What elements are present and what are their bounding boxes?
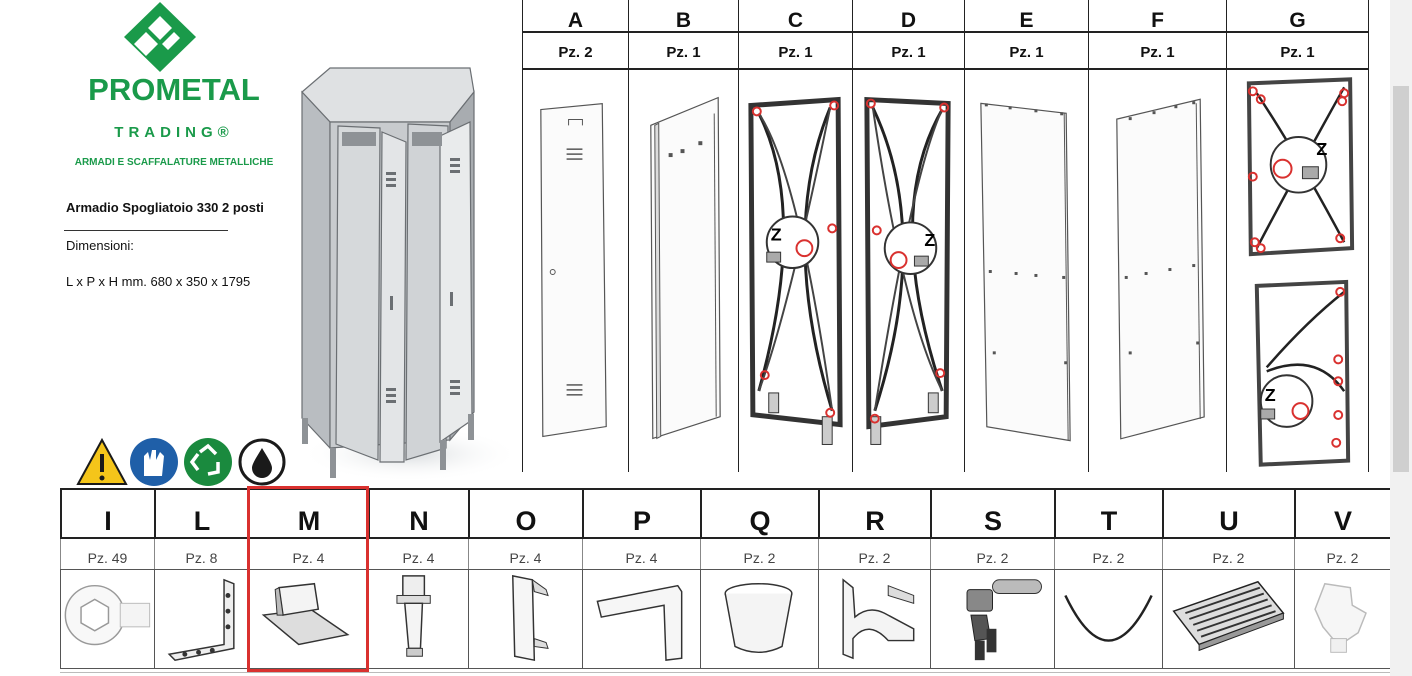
part-letter: A [523, 0, 628, 33]
part-quantity: Pz. 1 [853, 33, 964, 70]
brand-sub: TRADING® [114, 124, 234, 141]
part-column-g: G Pz. 1 Z Z [1227, 0, 1369, 472]
top-parts-grid: A Pz. 2 B Pz. 1 C Pz. 1 [522, 0, 1390, 472]
part-letter: I [60, 488, 154, 539]
door-panel-drawing [523, 72, 628, 472]
recycle-icon [184, 438, 232, 486]
lock-keys-drawing [930, 569, 1054, 669]
part-quantity: Pz. 2 [523, 33, 628, 70]
part-column-p: P Pz. 4 [582, 488, 700, 670]
scrollbar-thumb[interactable] [1393, 86, 1409, 472]
part-letter: G [1227, 0, 1368, 33]
callout-label: Z [1316, 139, 1327, 159]
part-quantity: Pz. 49 [60, 539, 154, 569]
part-column-f: F Pz. 1 [1089, 0, 1227, 472]
bolt-drawing [60, 569, 154, 669]
part-column-l: L Pz. 8 [154, 488, 248, 670]
part-letter: Q [700, 488, 818, 539]
part-quantity: Pz. 2 [1294, 539, 1390, 569]
part-quantity: Pz. 1 [629, 33, 738, 70]
warning-icon [76, 437, 128, 485]
back-panel-drawing [965, 72, 1088, 472]
part-quantity: Pz. 1 [739, 33, 852, 70]
side-panel-drawing [629, 72, 738, 472]
clip-drawing [468, 569, 582, 669]
gloves-icon [130, 438, 178, 486]
part-letter: U [1162, 488, 1294, 539]
u-bracket-drawing [818, 569, 930, 669]
part-quantity: Pz. 4 [368, 539, 468, 569]
part-quantity: Pz. 2 [930, 539, 1054, 569]
part-column-t: T Pz. 2 [1054, 488, 1162, 670]
part-quantity: Pz. 1 [965, 33, 1088, 70]
callout-label: Z [771, 224, 782, 244]
bottom-rule [60, 672, 1390, 673]
divider [64, 230, 228, 231]
part-column-q: Q Pz. 2 [700, 488, 818, 670]
dimensions-value: L x P x H mm. 680 x 350 x 1795 [66, 274, 251, 289]
prometal-logo-icon [124, 2, 196, 72]
cup-drawing [700, 569, 818, 669]
part-letter: O [468, 488, 582, 539]
plug-drawing [1294, 569, 1390, 669]
part-column-u: U Pz. 2 [1162, 488, 1294, 670]
leveler-drawing [368, 569, 468, 669]
brand-name: PROMETAL [88, 72, 260, 107]
part-letter: L [154, 488, 248, 539]
callout-label: Z [924, 230, 935, 250]
part-letter: S [930, 488, 1054, 539]
part-column-a: A Pz. 2 [523, 0, 629, 472]
safety-icons [76, 437, 286, 486]
part-column-s: S Pz. 2 [930, 488, 1054, 670]
part-letter: C [739, 0, 852, 33]
part-letter: T [1054, 488, 1162, 539]
part-column-e: E Pz. 1 [965, 0, 1089, 472]
part-column-b: B Pz. 1 [629, 0, 739, 472]
product-name: Armadio Spogliatoio 330 2 posti [66, 200, 264, 215]
callout-label: Z [1265, 385, 1276, 405]
dimensions-label: Dimensioni: [66, 238, 134, 253]
part-column-i: I Pz. 49 [60, 488, 154, 670]
vent-grid-drawing [1162, 569, 1294, 669]
highlighted-part-frame [247, 486, 369, 672]
part-letter: R [818, 488, 930, 539]
part-letter: V [1294, 488, 1390, 539]
part-column-r: R Pz. 2 [818, 488, 930, 670]
locker-cabinet-illustration [300, 67, 520, 482]
part-letter: E [965, 0, 1088, 33]
frame-right-drawing: Z [853, 72, 964, 472]
part-quantity: Pz. 2 [1054, 539, 1162, 569]
part-column-v: V Pz. 2 [1294, 488, 1390, 670]
arc-rod-drawing [1054, 569, 1162, 669]
back-panel-drawing [1089, 72, 1226, 472]
l-bracket-drawing [154, 569, 248, 669]
part-column-n: N Pz. 4 [368, 488, 468, 670]
part-letter: F [1089, 0, 1226, 33]
angle-profile-drawing [582, 569, 700, 669]
part-letter: B [629, 0, 738, 33]
part-quantity: Pz. 1 [1227, 33, 1368, 70]
part-column-o: O Pz. 4 [468, 488, 582, 670]
part-quantity: Pz. 4 [468, 539, 582, 569]
part-quantity: Pz. 2 [1162, 539, 1294, 569]
oil-drop-icon [238, 438, 286, 486]
frame-double-drawing: Z Z [1227, 72, 1368, 472]
part-letter: N [368, 488, 468, 539]
part-quantity: Pz. 2 [818, 539, 930, 569]
part-letter: P [582, 488, 700, 539]
part-quantity: Pz. 1 [1089, 33, 1226, 70]
brand-tagline: ARMADI E SCAFFALATURE METALLICHE [74, 157, 274, 168]
part-column-c: C Pz. 1 Z [739, 0, 853, 472]
bottom-parts-grid: I Pz. 49 L Pz. 8 M Pz. 4 N Pz. 4 O Pz. 4… [60, 488, 1390, 670]
frame-left-drawing: Z [739, 72, 852, 472]
part-letter: D [853, 0, 964, 33]
part-column-d: D Pz. 1 Z [853, 0, 965, 472]
part-quantity: Pz. 2 [700, 539, 818, 569]
part-quantity: Pz. 4 [582, 539, 700, 569]
part-quantity: Pz. 8 [154, 539, 248, 569]
